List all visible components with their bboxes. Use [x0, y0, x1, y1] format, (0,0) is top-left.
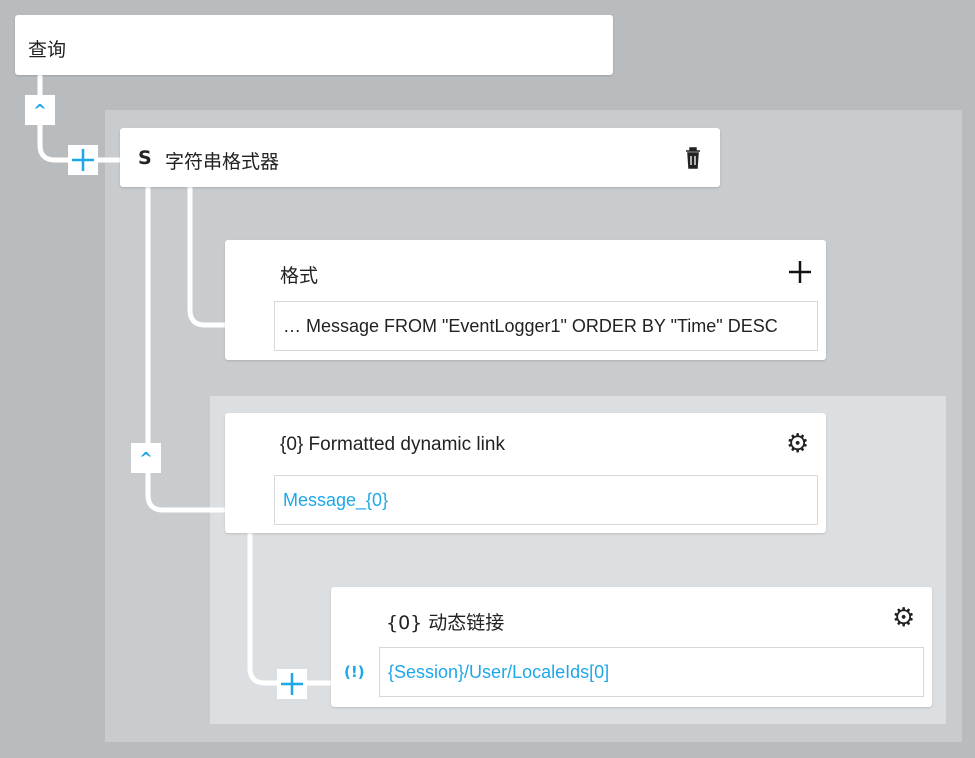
add-button[interactable] [68, 145, 98, 175]
gear-icon[interactable]: ⚙ [892, 603, 916, 633]
dynamic-link-input[interactable]: {Session}/User/LocaleIds[0] [379, 647, 924, 697]
string-formatter-card[interactable]: S 字符串格式器 [120, 128, 720, 187]
caret-up-icon: ^ [139, 448, 153, 468]
dynamic-link-icon[interactable]: (!) [344, 663, 365, 681]
formatted-link-input[interactable]: Message_{0} [274, 475, 818, 525]
trash-icon[interactable] [685, 147, 701, 169]
dynamic-link-card: {0} 动态链接 ⚙ (!) {Session}/User/LocaleIds[… [331, 587, 932, 707]
caret-up-icon: ^ [33, 100, 47, 120]
plus-icon [281, 673, 303, 695]
formatted-link-card: {0} Formatted dynamic link ⚙ Message_{0} [225, 413, 826, 533]
dynamic-link-title: {0} 动态链接 [386, 612, 505, 634]
collapse-button[interactable]: ^ [131, 443, 161, 473]
query-card[interactable]: 查询 [15, 15, 613, 75]
query-title: 查询 [28, 39, 67, 61]
format-card: 格式 … Message FROM "EventLogger1" ORDER B… [225, 240, 826, 360]
gear-icon[interactable]: ⚙ [786, 429, 810, 459]
string-formatter-title: 字符串格式器 [165, 151, 280, 173]
format-title: 格式 [280, 265, 319, 287]
add-button[interactable] [277, 669, 307, 699]
format-input[interactable]: … Message FROM "EventLogger1" ORDER BY "… [274, 301, 818, 351]
plus-icon [72, 149, 94, 171]
formatted-link-title: {0} Formatted dynamic link [280, 434, 505, 455]
collapse-button[interactable]: ^ [25, 95, 55, 125]
type-badge: S [138, 147, 152, 169]
plus-icon[interactable] [788, 260, 812, 284]
